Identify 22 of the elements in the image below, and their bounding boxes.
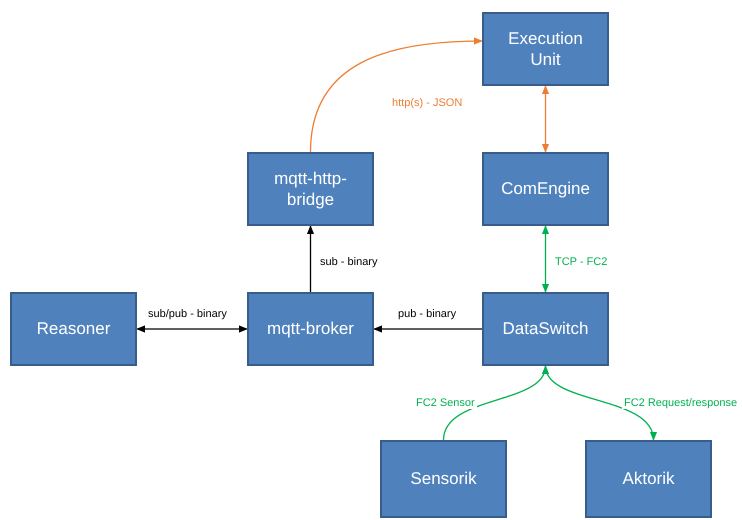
arrow [544, 365, 656, 441]
process-box: mqtt-broker [247, 292, 374, 366]
arrow [373, 325, 482, 333]
arrow [136, 325, 248, 333]
process-box: ComEngine [482, 152, 609, 226]
edge-label: sub - binary [318, 257, 380, 268]
process-box: Sensorik [380, 440, 507, 518]
arrow [310, 38, 483, 152]
process-box: mqtt-http-bridge [247, 152, 374, 226]
process-box: Execution Unit [482, 12, 609, 86]
process-box: DataSwitch [482, 292, 609, 366]
edge-label: FC2 Request/response [622, 398, 740, 409]
edge-label: http(s) - JSON [390, 98, 464, 109]
edge-label: pub - binary [396, 309, 458, 320]
arrow [542, 225, 550, 293]
arrow [542, 85, 550, 153]
arrow [306, 225, 314, 292]
process-box: Reasoner [10, 292, 137, 366]
edge-label: FC2 Sensor [414, 398, 477, 409]
process-box: Aktorik [585, 440, 712, 518]
edge-label: TCP - FC2 [553, 257, 610, 268]
edge-label: sub/pub - binary [146, 309, 229, 320]
